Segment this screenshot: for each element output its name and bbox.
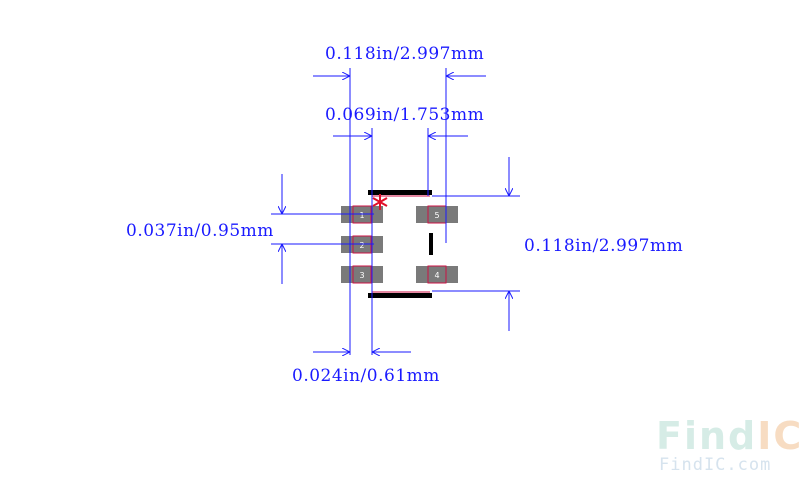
pin-1-label: 1 [359, 211, 364, 220]
dim-overall-height-label: 0.118in/2.997mm [524, 236, 684, 256]
silkscreen-top-bar [368, 190, 432, 195]
pin-5-label: 5 [434, 211, 439, 220]
dim-top-inner-label: 0.069in/1.753mm [325, 105, 485, 125]
pad-4: 4 [416, 265, 458, 284]
silkscreen [368, 190, 433, 298]
silkscreen-bottom-bar [368, 293, 432, 298]
dim-pitch [271, 174, 374, 284]
watermark-url: FindIC.com [659, 455, 772, 475]
silkscreen-right-mark [429, 233, 433, 255]
watermark-logo: FindIC [656, 414, 800, 458]
dimension-lines [271, 68, 520, 355]
dim-top-overall-label: 0.118in/2.997mm [325, 44, 485, 64]
package-body-outline [372, 195, 430, 293]
pad-3: 3 [341, 265, 383, 284]
pin-4-label: 4 [434, 271, 439, 280]
dim-top-inner [333, 128, 468, 355]
dim-pitch-label: 0.037in/0.95mm [126, 221, 274, 241]
pin-2-label: 2 [359, 241, 364, 250]
pin-1-marker-icon [372, 194, 388, 210]
dim-overall-height [432, 157, 520, 331]
pad-5: 5 [416, 205, 458, 224]
pin-3-label: 3 [359, 271, 364, 280]
dim-pad-width-label: 0.024in/0.61mm [292, 366, 440, 386]
dim-top-overall [313, 68, 486, 355]
